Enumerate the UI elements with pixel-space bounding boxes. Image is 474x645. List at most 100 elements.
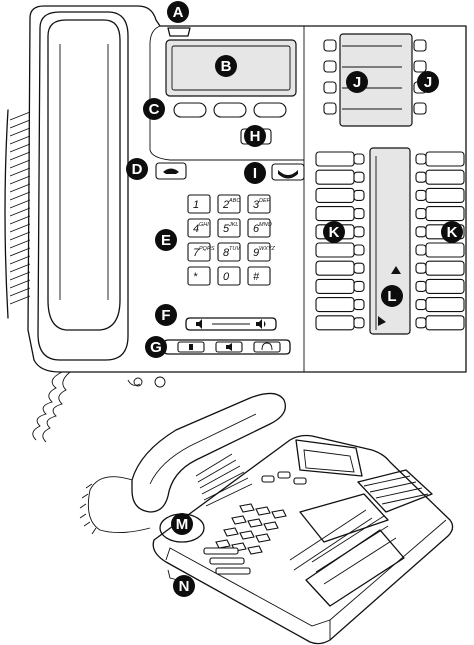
line-key[interactable] <box>415 153 427 165</box>
dialpad-digit: 7 <box>193 247 200 259</box>
line-key[interactable] <box>415 299 427 311</box>
dialpad-key-perspective[interactable] <box>271 509 287 519</box>
line-key[interactable] <box>353 171 365 183</box>
memory-key[interactable] <box>323 60 337 73</box>
line-key[interactable] <box>415 317 427 329</box>
audio-keys <box>163 339 291 355</box>
callout-f: F <box>155 304 177 326</box>
goodbye-key[interactable] <box>155 162 187 180</box>
line-key[interactable] <box>353 153 365 165</box>
hold-icon <box>278 170 298 179</box>
coiled-cord <box>32 371 71 443</box>
dialpad-key-perspective[interactable] <box>231 515 247 525</box>
line-key[interactable] <box>415 208 427 220</box>
dialpad-letters: DEF <box>259 198 271 204</box>
line-key[interactable] <box>415 189 427 201</box>
callout-label: J <box>424 74 432 91</box>
speaker-grille-perspective <box>195 453 253 507</box>
arrow-hold-icon <box>378 316 386 326</box>
line-key[interactable] <box>415 171 427 183</box>
memory-key[interactable] <box>413 60 427 73</box>
display-key-1[interactable] <box>173 102 207 118</box>
line-key[interactable] <box>353 299 365 311</box>
dialpad-key-perspective[interactable] <box>215 539 231 549</box>
line-key-label <box>425 169 465 185</box>
line-key[interactable] <box>353 208 365 220</box>
memory-key[interactable] <box>323 102 337 115</box>
line-key[interactable] <box>353 317 365 329</box>
callout-label: F <box>161 307 170 324</box>
phone-base <box>152 434 454 645</box>
callout-label: I <box>253 165 257 182</box>
line-key-label <box>315 206 355 222</box>
dialpad-key[interactable]: 1 <box>187 194 211 214</box>
line-key[interactable] <box>353 280 365 292</box>
hold-key[interactable] <box>271 163 305 181</box>
dialpad-key-perspective[interactable] <box>247 518 263 528</box>
dialpad-key[interactable]: 0 <box>217 266 241 286</box>
dialpad-key-perspective[interactable] <box>255 533 271 543</box>
display-key-3[interactable] <box>253 102 287 118</box>
line-key[interactable] <box>415 226 427 238</box>
dialpad-letters: ABC <box>228 198 240 204</box>
line-key[interactable] <box>415 262 427 274</box>
line-key-label <box>425 151 465 167</box>
memory-key[interactable] <box>323 39 337 52</box>
memory-key[interactable] <box>413 39 427 52</box>
dialpad-letters: MNO <box>259 222 273 228</box>
dialpad-key-perspective[interactable] <box>223 527 239 537</box>
callout-j: J <box>346 71 368 93</box>
line-key[interactable] <box>415 280 427 292</box>
memory-key[interactable] <box>413 102 427 115</box>
line-key[interactable] <box>415 244 427 256</box>
volume-down-icon <box>196 319 202 329</box>
dialpad-digit: 8 <box>223 247 230 259</box>
line-key[interactable] <box>353 189 365 201</box>
callout-label: B <box>221 58 232 75</box>
line-key-label <box>425 278 465 294</box>
line-key-label <box>315 315 355 331</box>
lcd-display-perspective <box>295 439 363 477</box>
callout-l: L <box>381 285 403 307</box>
dialpad-digit: 3 <box>253 199 260 211</box>
line-key-label <box>425 242 465 258</box>
callout-label: J <box>353 74 361 91</box>
phone-perspective-view <box>79 392 454 645</box>
line-key-label <box>315 260 355 276</box>
callout-label: G <box>150 339 162 356</box>
line-key[interactable] <box>353 226 365 238</box>
callout-i: I <box>244 162 266 184</box>
dialpad-key-perspective[interactable] <box>263 521 279 531</box>
dialpad-key[interactable]: # <box>247 266 271 286</box>
line-key[interactable] <box>353 262 365 274</box>
callout-label: H <box>250 128 261 145</box>
dialpad-letters: JKL <box>228 222 238 228</box>
dialpad-key-perspective[interactable] <box>239 503 255 513</box>
callout-label: C <box>149 101 160 118</box>
dialpad-key[interactable]: * <box>187 266 211 286</box>
callout-k: K <box>323 221 345 243</box>
volume-bar[interactable] <box>185 317 277 331</box>
memory-panel-perspective <box>357 469 433 513</box>
dialpad-key-perspective[interactable] <box>247 545 263 555</box>
memory-key[interactable] <box>323 81 337 94</box>
headset-key[interactable] <box>253 341 281 353</box>
dialpad-key-perspective[interactable] <box>255 506 271 516</box>
line-key-label <box>425 206 465 222</box>
dialpad-digit: 5 <box>223 223 230 235</box>
phone-body <box>27 5 467 373</box>
display-key-2[interactable] <box>213 102 247 118</box>
dialpad-letters: PQRS <box>199 246 215 252</box>
dialpad-key-perspective[interactable] <box>239 530 255 540</box>
line-key[interactable] <box>353 244 365 256</box>
line-key-label <box>425 315 465 331</box>
callout-n: N <box>173 575 195 597</box>
